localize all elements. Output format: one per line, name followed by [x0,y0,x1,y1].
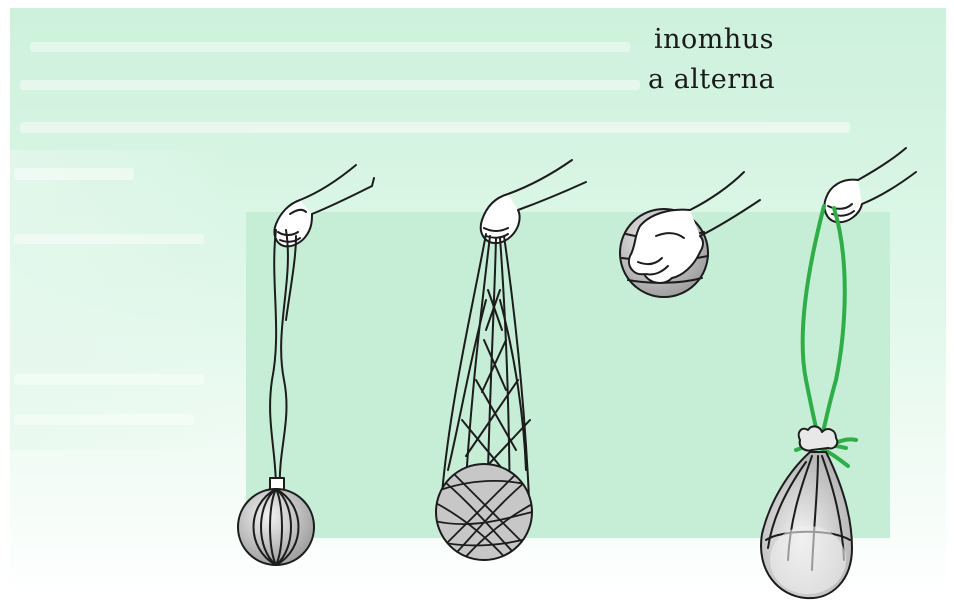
caption-line-2: a alterna [648,64,775,95]
caption-line-1: inomhus [654,24,774,55]
